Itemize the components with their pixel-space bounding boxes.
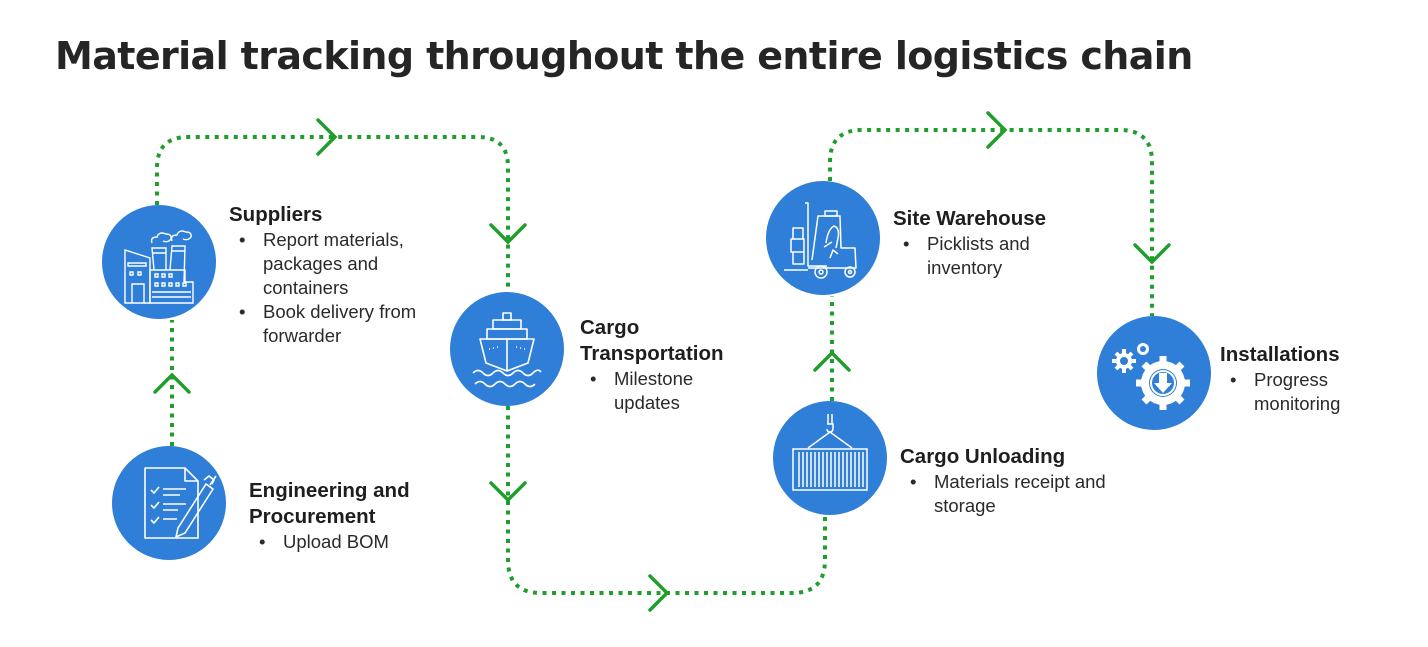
bullet-item: Book delivery from forwarder: [229, 300, 439, 348]
bullet-item: Milestone updates: [580, 367, 720, 415]
node-cargo-unloading-circle: [773, 401, 887, 515]
node-title: Installations: [1220, 343, 1340, 366]
crane-container-icon: [792, 414, 868, 491]
node-title: Cargo Unloading: [900, 445, 1066, 468]
node-installations: Installations Progress monitoring: [1220, 342, 1400, 416]
connector-site-warehouse-installations: [828, 128, 1154, 316]
node-title: Suppliers: [229, 203, 323, 226]
node-cargo-transportation-circle: [450, 292, 564, 406]
bullet-item: Upload BOM: [249, 530, 469, 554]
arrow-right-icon: [648, 574, 670, 612]
node-installations-circle: [1097, 316, 1211, 430]
document-checklist-pen-icon: [144, 467, 217, 539]
arrow-down-icon: [1133, 243, 1171, 265]
node-cargo-unloading: Cargo Unloading Materials receipt and st…: [900, 444, 1120, 518]
node-suppliers-circle: [102, 205, 216, 319]
arrow-down-icon: [489, 481, 527, 503]
factory-icon: [124, 230, 194, 304]
bullet-item: Picklists and inventory: [893, 232, 1063, 280]
bullet-item: Materials receipt and storage: [900, 470, 1110, 518]
connector-cargo-transportation-cargo-unloading: [506, 406, 827, 595]
cargo-ship-icon: [472, 312, 542, 388]
node-engineering-circle: [112, 446, 226, 560]
bullet-item: Progress monitoring: [1220, 368, 1360, 416]
arrow-right-icon: [316, 118, 338, 156]
forklift-icon: [784, 202, 857, 279]
arrow-right-icon: [986, 111, 1008, 149]
arrow-down-icon: [489, 223, 527, 245]
page-title: Material tracking throughout the entire …: [55, 34, 1193, 78]
bullet-item: Report materials, packages and container…: [229, 228, 439, 300]
gears-download-icon: [1112, 343, 1190, 410]
node-site-warehouse: Site Warehouse Picklists and inventory: [893, 206, 1093, 280]
node-site-warehouse-circle: [766, 181, 880, 295]
arrow-up-icon: [153, 372, 191, 394]
node-title: Site Warehouse: [893, 207, 1047, 230]
arrow-up-icon: [813, 350, 851, 372]
node-suppliers: Suppliers Report materials, packages and…: [229, 202, 489, 348]
